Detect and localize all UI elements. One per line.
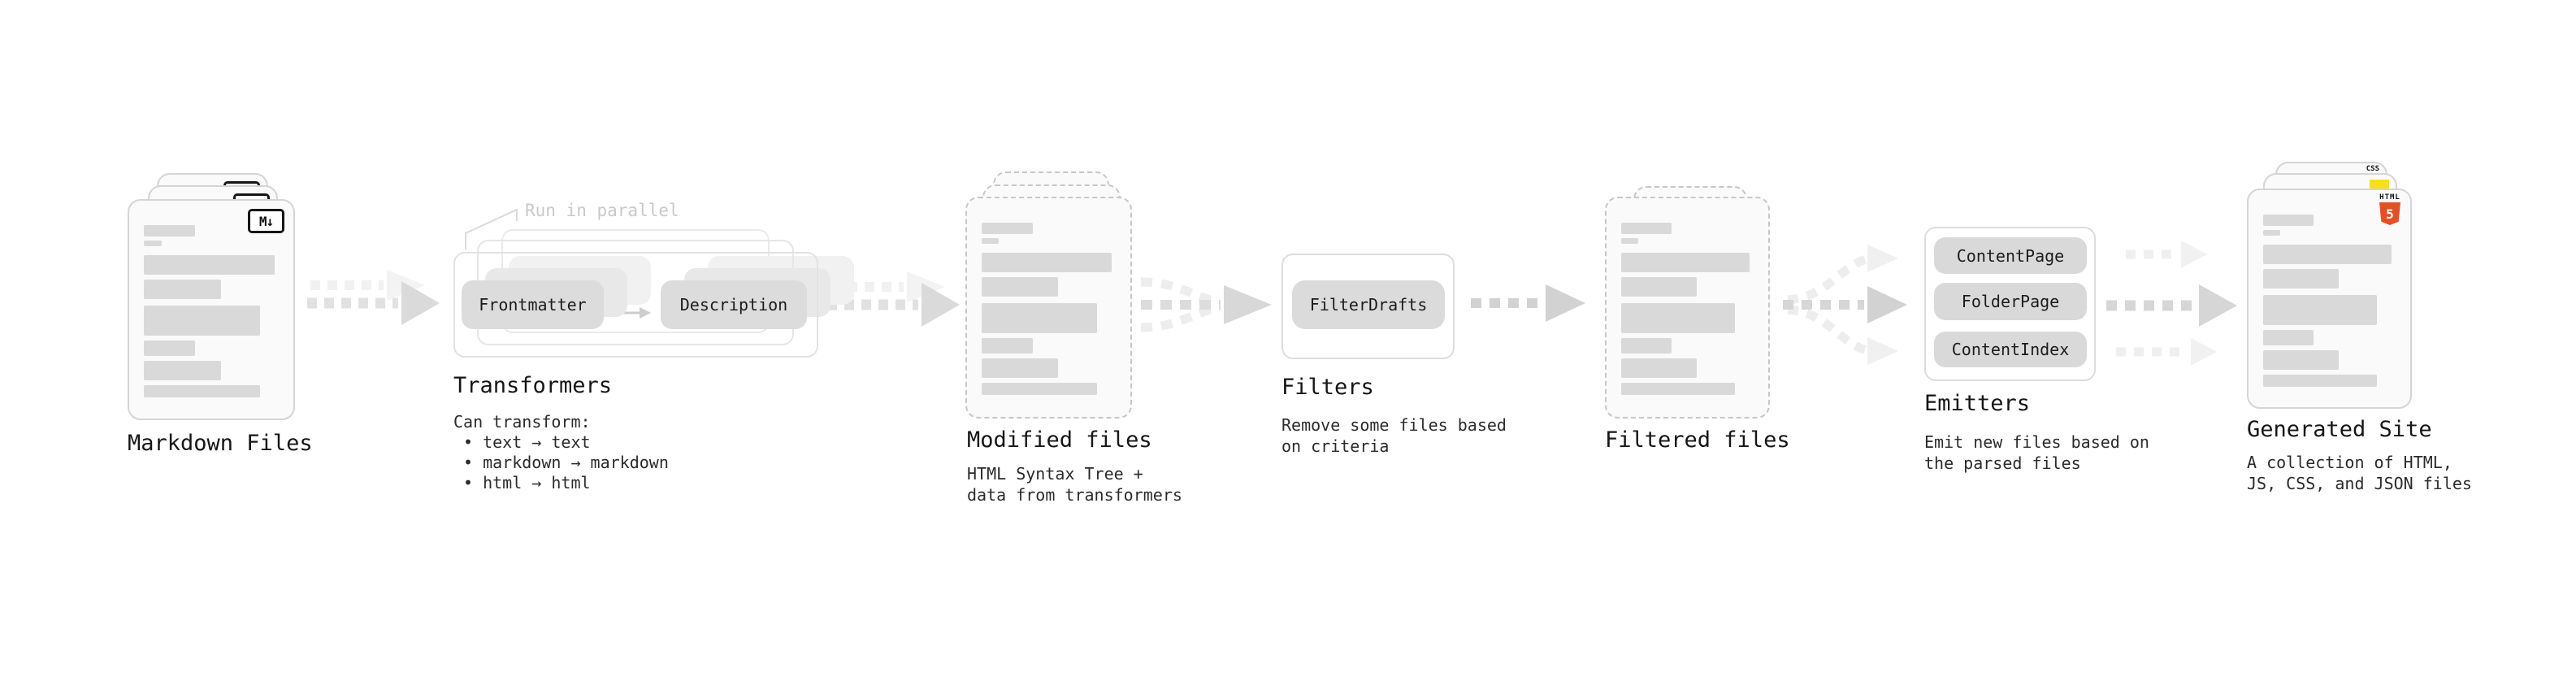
text-line-bar (1621, 358, 1697, 378)
modified-file-card-front (965, 197, 1132, 419)
text-line-bar (1621, 253, 1750, 272)
modified-files-title: Modified files (967, 427, 1152, 453)
filter-pill-filterdrafts: FilterDrafts (1292, 280, 1445, 329)
filters-group: FilterDrafts (1281, 254, 1455, 359)
markdown-file-card-front: M↓ (128, 199, 295, 420)
text-line-bar (144, 340, 196, 356)
arrow-markdown-to-transformers (307, 270, 440, 325)
filtered-file-card-front (1605, 197, 1770, 419)
text-line-bar (982, 358, 1059, 378)
text-line-bar (982, 253, 1112, 272)
transformer-pill-description: Description (661, 280, 807, 329)
markdown-icon: M↓ (248, 209, 284, 233)
text-line-bar (1621, 277, 1697, 297)
text-line-bar (144, 361, 221, 380)
arrow-filtered-to-emitters-branch (1783, 245, 1907, 365)
text-line-bar (144, 225, 196, 236)
document-content-placeholder (144, 225, 279, 397)
transformers-bullet-3: • html → html (463, 473, 591, 492)
text-line-bar (2263, 330, 2314, 345)
modified-files-stack (965, 171, 1160, 423)
text-line-bar (2263, 269, 2339, 288)
text-line-bar (982, 238, 1000, 244)
text-line-bar (144, 385, 260, 397)
emitters-group: ContentPage FolderPage ContentIndex (1924, 227, 2096, 381)
text-line-bar (2263, 245, 2392, 264)
arrows-emitters-to-generated (2106, 241, 2237, 366)
text-line-bar (982, 303, 1097, 333)
text-line-bar (2263, 350, 2339, 370)
text-line-bar (2263, 375, 2378, 387)
generated-site-title: Generated Site (2247, 417, 2432, 442)
document-content-placeholder (1621, 223, 1754, 395)
text-line-bar (1621, 338, 1672, 354)
html5-icon: HTML 5 (2377, 193, 2403, 225)
arrow-transformers-to-modified (827, 271, 960, 327)
generated-file-card-html: HTML 5 (2247, 189, 2412, 409)
text-line-bar (144, 255, 275, 275)
emitter-pill-contentpage: ContentPage (1934, 237, 2087, 274)
text-line-bar (1621, 223, 1672, 234)
transformer-frame-front (453, 252, 818, 358)
annotation-leader-line (465, 208, 518, 249)
text-line-bar (982, 277, 1059, 297)
text-line-bar (2263, 230, 2281, 236)
transformers-bullet-2: • markdown → markdown (463, 453, 669, 472)
emitter-pill-contentindex: ContentIndex (1934, 332, 2087, 367)
text-line-bar (982, 383, 1097, 395)
run-in-parallel-label: Run in parallel (525, 201, 679, 220)
markdown-files-stack: M↓ M↓ M↓ (128, 173, 323, 425)
generated-site-stack: CSS HTML 5 (2247, 162, 2442, 414)
document-content-placeholder (982, 223, 1116, 395)
emitter-pill-folderpage: FolderPage (1934, 283, 2087, 320)
arrow-filters-to-filtered (1471, 284, 1585, 322)
text-line-bar (144, 280, 221, 299)
filtered-files-stack (1605, 186, 1800, 430)
emitters-description: Emit new files based on the parsed files (1924, 432, 2149, 473)
document-content-placeholder (2263, 215, 2396, 387)
generated-site-description: A collection of HTML, JS, CSS, and JSON … (2247, 453, 2472, 493)
transformers-desc-heading: Can transform: (453, 412, 591, 432)
arrow-modified-to-filters-merge (1140, 277, 1272, 332)
text-line-bar (1621, 238, 1639, 244)
text-line-bar (2263, 295, 2378, 325)
text-line-bar (144, 241, 162, 246)
filtered-files-title: Filtered files (1605, 427, 1790, 453)
js-badge (2370, 180, 2389, 190)
text-line-bar (144, 306, 260, 336)
transformers-title: Transformers (453, 373, 613, 398)
transformers-bullet-1: • text → text (463, 432, 591, 452)
filters-description: Remove some files based on criteria (1281, 415, 1507, 456)
transformers-group: Run in parallel Frontmatter Description (453, 199, 854, 370)
text-line-bar (982, 338, 1033, 354)
text-line-bar (1621, 383, 1736, 395)
transformer-pill-frontmatter: Frontmatter (462, 280, 604, 329)
markdown-files-title: Markdown Files (128, 431, 313, 456)
text-line-bar (982, 223, 1033, 234)
text-line-bar (2263, 215, 2314, 226)
filters-title: Filters (1281, 375, 1374, 400)
modified-files-description: HTML Syntax Tree + data from transformer… (967, 464, 1182, 505)
emitters-title: Emitters (1924, 391, 2031, 416)
text-line-bar (1621, 303, 1736, 333)
